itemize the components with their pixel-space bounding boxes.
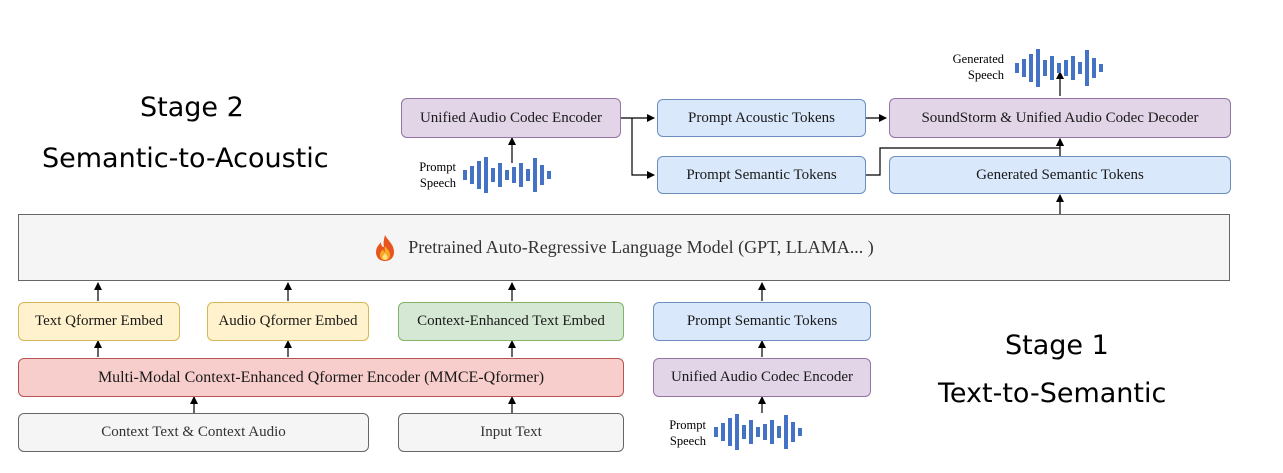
prompt-semantic-tokens-top: Prompt Semantic Tokens (657, 156, 866, 194)
unified-audio-codec-encoder-bottom: Unified Audio Codec Encoder (653, 358, 871, 397)
unified-audio-codec-encoder-top: Unified Audio Codec Encoder (401, 98, 621, 138)
stage1-title: Stage 1 (1005, 330, 1109, 361)
text-qformer-embed: Text Qformer Embed (18, 302, 180, 341)
prompt-acoustic-tokens: Prompt Acoustic Tokens (657, 99, 866, 137)
fire-icon (376, 234, 395, 261)
mmce-qformer-encoder: Multi-Modal Context-Enhanced Qformer Enc… (18, 358, 624, 397)
prompt-speech-waveform-icon (463, 157, 551, 193)
input-text: Input Text (398, 413, 624, 452)
stage2-title: Stage 2 (140, 92, 244, 123)
generated-speech-waveform-icon (1015, 49, 1103, 87)
prompt-speech-waveform-icon (714, 414, 802, 450)
soundstorm-decoder: SoundStorm & Unified Audio Codec Decoder (889, 98, 1231, 138)
stage1-subtitle: Text-to-Semantic (938, 378, 1167, 409)
language-model-label: Pretrained Auto-Regressive Language Mode… (408, 237, 874, 257)
language-model-bar: Pretrained Auto-Regressive Language Mode… (18, 214, 1230, 281)
stage2-subtitle: Semantic-to-Acoustic (42, 143, 329, 174)
audio-qformer-embed: Audio Qformer Embed (207, 302, 369, 341)
prompt-semantic-tokens-bottom: Prompt Semantic Tokens (653, 302, 871, 341)
generated-semantic-tokens: Generated Semantic Tokens (889, 156, 1231, 194)
context-text-audio-input: Context Text & Context Audio (18, 413, 369, 452)
context-enhanced-text-embed: Context-Enhanced Text Embed (398, 302, 624, 341)
